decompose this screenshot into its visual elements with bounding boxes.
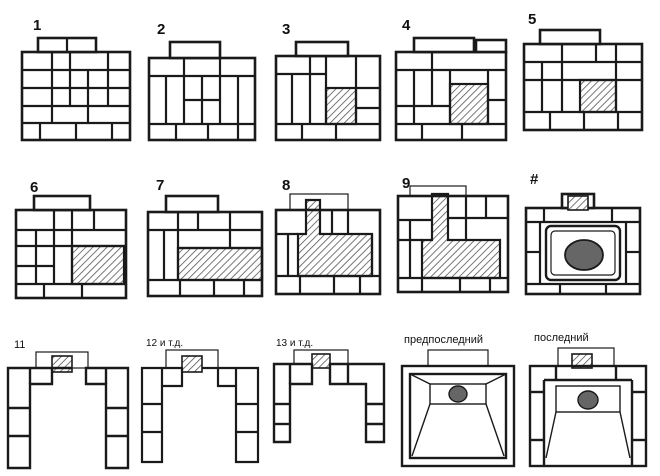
flue-hatch	[567, 195, 589, 211]
panel-11-label: 11	[14, 339, 25, 351]
panel-13-label: 13 и т.д.	[276, 338, 313, 349]
panel-3: 3	[274, 21, 382, 142]
flue-hatch	[420, 192, 502, 280]
panel-3-label: 3	[282, 21, 290, 38]
panel-4: 4	[394, 17, 508, 142]
panel-11: 11	[6, 339, 130, 470]
panel-12: 12 и т.д.	[140, 338, 260, 464]
panel-5: 5	[522, 11, 644, 132]
flue-hatch	[51, 355, 73, 373]
panel-15-label: последний	[534, 332, 589, 344]
flue-hatch	[571, 353, 593, 369]
panel-5-label: 5	[528, 11, 536, 28]
panel-10-label: #	[530, 171, 539, 188]
panel-14-label: предпоследний	[404, 334, 483, 346]
panel-15: последний	[528, 332, 648, 468]
burner-circle	[448, 385, 468, 403]
panel-2-label: 2	[157, 21, 165, 38]
stove-plate	[544, 224, 622, 282]
panel-14: предпоследний	[400, 334, 516, 468]
flue-hatch	[296, 198, 374, 278]
burner-circle	[564, 239, 604, 271]
panel-9: 9	[396, 175, 510, 294]
panel-8: 8	[274, 177, 382, 296]
panel-10: #	[524, 171, 642, 296]
panel-7-label: 7	[156, 177, 164, 194]
panel-9-label: 9	[402, 175, 410, 192]
panel-7: 7	[146, 177, 264, 298]
panel-6-label: 6	[30, 179, 38, 196]
firebox-hatch	[448, 82, 490, 126]
firebox-hatch	[70, 244, 126, 286]
panel-8-label: 8	[282, 177, 290, 194]
firebox-hatch	[176, 246, 264, 282]
panel-4-label: 4	[402, 17, 411, 34]
firebox-hatch	[578, 78, 618, 114]
panel-13: 13 и т.д.	[272, 338, 386, 444]
flue-hatch	[181, 355, 203, 373]
burner-circle	[577, 390, 599, 410]
panel-6: 6	[14, 179, 128, 300]
firebox-hatch	[324, 86, 358, 126]
panel-2: 2	[147, 21, 257, 142]
panel-1-label: 1	[33, 17, 41, 34]
flue-hatch	[311, 353, 331, 369]
panel-12-label: 12 и т.д.	[146, 338, 183, 349]
panel-1: 1	[20, 17, 132, 142]
